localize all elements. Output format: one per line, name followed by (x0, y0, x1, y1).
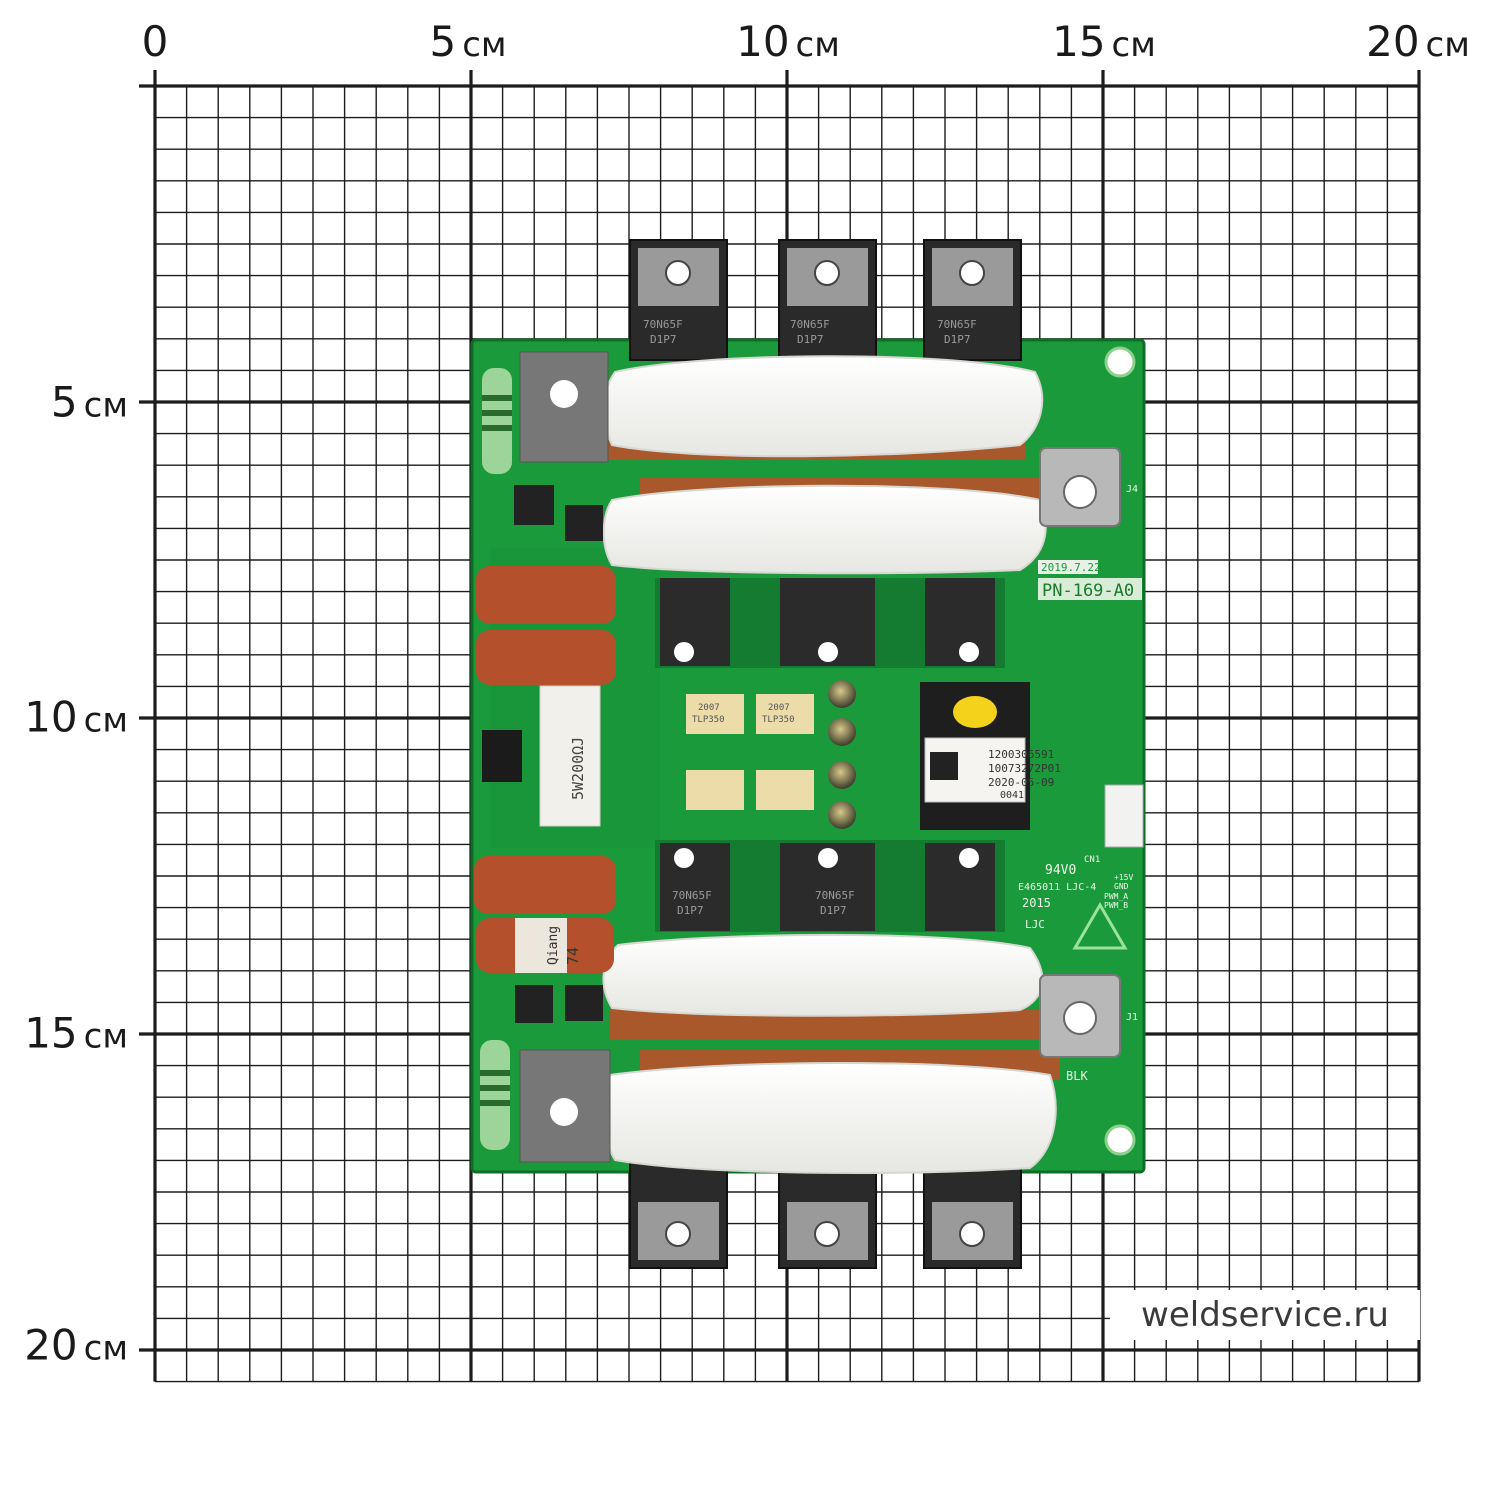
scale-top-15-unit: см (1111, 25, 1156, 65)
gate-transformer (920, 682, 1030, 830)
ul-mark: 94V0 (1045, 863, 1076, 878)
scale-top-20-value: 20 (1366, 17, 1420, 66)
transistor-row-inner (660, 578, 995, 931)
optocouplers (686, 694, 814, 810)
connector-cn1-label: CN1 (1084, 855, 1100, 865)
terminal-j1-body (1039, 974, 1121, 1058)
scale-top-20-unit: см (1425, 25, 1470, 65)
optocoupler-marking-2: TLP350 (762, 715, 795, 725)
pad-j3 (519, 1049, 611, 1163)
transistor-marking-5: 70N65F (815, 889, 855, 902)
resistor-r47 (482, 368, 512, 474)
pin-pwm-b: PWM_B (1104, 901, 1128, 910)
film-capacitors (474, 566, 616, 973)
terminal-blk-label: BLK (1066, 1069, 1088, 1083)
scale-top-5-value: 5 (429, 17, 457, 66)
silkscreen-labels: 2019.7.22 PN-169-A0 1200306591 10073272P… (546, 318, 1142, 1083)
transistor-code-2: D1P7 (797, 333, 824, 346)
terminal-j4-body (1039, 447, 1121, 527)
transistor-marking-4: 70N65F (672, 889, 712, 902)
esd-warning-icon (1072, 902, 1128, 950)
pad-j5 (519, 351, 609, 463)
scale-top-15-value: 15 (1052, 17, 1106, 66)
transistor-marking-3: 70N65F (937, 318, 977, 331)
scale-left-5-value: 5 (50, 377, 78, 427)
board-maker: LJC (1025, 918, 1045, 931)
capacitor-marking: Qiang (546, 926, 561, 965)
transistor-marking-2: 70N65F (790, 318, 830, 331)
smd-transistors-left (482, 485, 603, 1023)
label-line3: 2020-05-09 (988, 776, 1054, 789)
scale-top-5-unit: см (462, 25, 507, 65)
scale-left-5-unit: см (83, 385, 128, 426)
pin-pwm-a: PWM_A (1104, 892, 1128, 901)
transistor-marking-1: 70N65F (643, 318, 683, 331)
label-line4: 0041 (1000, 790, 1024, 801)
terminal-j4-label: J4 (1126, 484, 1138, 495)
transistor-code-1: D1P7 (650, 333, 677, 346)
busbar-bottom (602, 933, 1060, 1174)
ceramic-resistor-r18 (539, 685, 601, 827)
scale-left-10-value: 10 (24, 692, 78, 742)
date-code: 2019.7.22 (1041, 561, 1101, 574)
scale-top-0: 0 (142, 14, 169, 70)
board-year: 2015 (1022, 896, 1051, 910)
busbar-top (602, 355, 1060, 575)
label-line2: 10073272P01 (988, 762, 1061, 775)
transistor-code-3: D1P7 (944, 333, 971, 346)
mounting-holes (1104, 346, 1136, 1156)
scale-top-0-value: 0 (141, 17, 169, 66)
transistor-row-top (629, 239, 1022, 361)
scale-left-15-unit: см (83, 1016, 128, 1057)
optocoupler-code-1: 2007 (698, 703, 720, 713)
scale-top-10-unit: см (795, 25, 840, 65)
scale-left-20-unit: см (83, 1328, 128, 1369)
transistor-code-4: D1P7 (677, 904, 704, 917)
watermark: weldservice.ru (1110, 1290, 1420, 1340)
optocoupler-code-2: 2007 (768, 703, 790, 713)
scale-top-10-value: 10 (736, 17, 790, 66)
pin-gnd: GND (1114, 882, 1129, 891)
scale-left-20-value: 20 (24, 1320, 78, 1370)
optocoupler-marking-1: TLP350 (692, 715, 725, 725)
resistor-r45 (480, 1040, 510, 1150)
label-line1: 1200306591 (988, 748, 1054, 761)
scale-left-10-unit: см (83, 700, 128, 741)
connector-cn1 (1104, 784, 1144, 848)
capacitor-code: 74 (564, 947, 582, 965)
scale-left-15-value: 15 (24, 1008, 78, 1058)
transistor-code-5: D1P7 (820, 904, 847, 917)
pin-15v: +15V (1114, 873, 1133, 882)
electrolytic-capacitors (828, 680, 856, 829)
terminal-j1-label: J1 (1126, 1012, 1138, 1023)
ul-code: E465011 LJC-4 (1018, 882, 1096, 893)
resistor-marking: 5W200ΩJ (569, 737, 587, 800)
part-number: PN-169-A0 (1042, 581, 1134, 601)
